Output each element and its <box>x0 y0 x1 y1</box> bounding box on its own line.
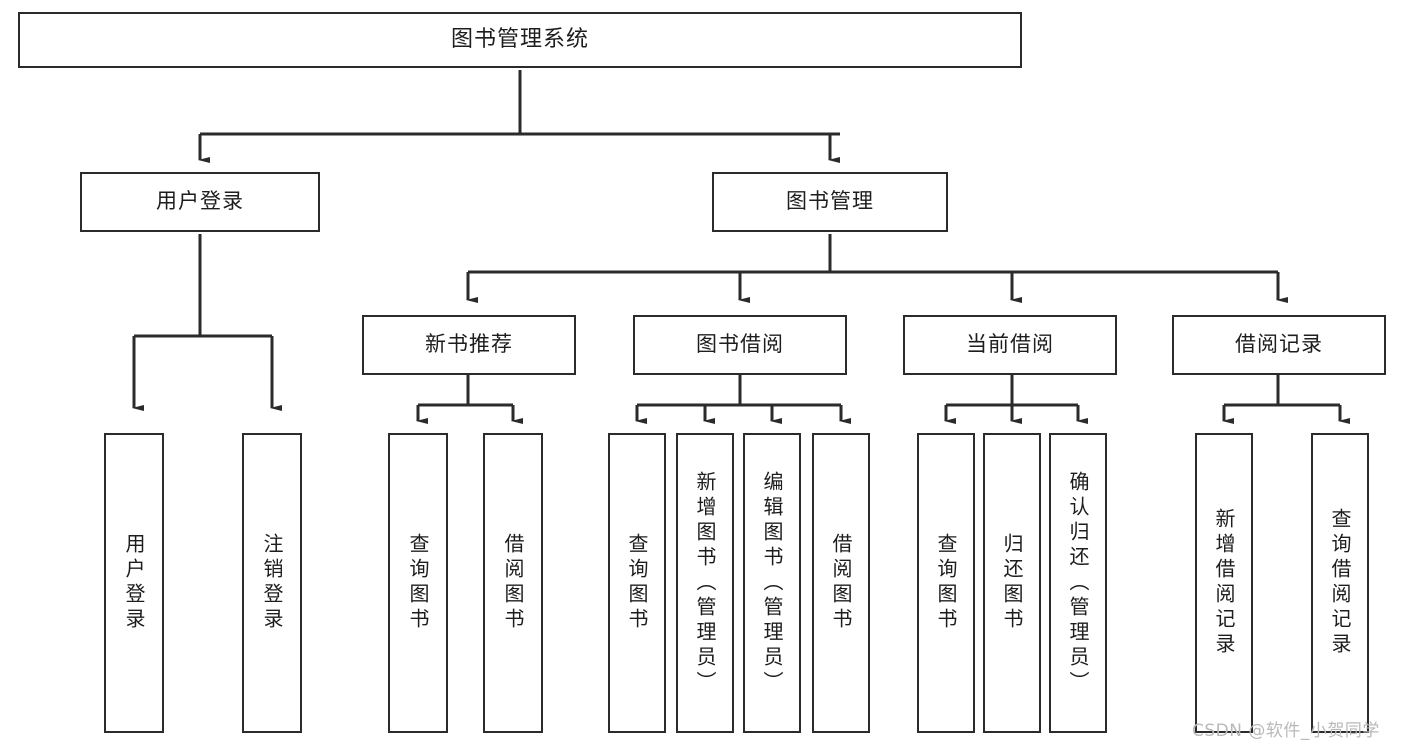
node-label: 归还图书 <box>1000 533 1024 633</box>
leaf-current-query-book[interactable]: 查询图书 <box>917 433 975 733</box>
leaf-newbook-query-book[interactable]: 查询图书 <box>388 433 448 733</box>
node-book-borrow[interactable]: 图书借阅 <box>633 315 847 375</box>
node-label: 图书借阅 <box>696 332 784 357</box>
node-new-book-recommend[interactable]: 新书推荐 <box>362 315 576 375</box>
node-root-system[interactable]: 图书管理系统 <box>18 12 1022 68</box>
node-label: 新增图书（管理员） <box>693 470 717 696</box>
leaf-user-logout[interactable]: 注销登录 <box>242 433 302 733</box>
leaf-borrow-edit-book-admin[interactable]: 编辑图书（管理员） <box>743 433 801 733</box>
node-label: 新书推荐 <box>425 332 513 357</box>
watermark-text: CSDN @软件_小贺同学 <box>1192 721 1380 741</box>
node-label: 查询图书 <box>406 533 430 633</box>
leaf-user-login[interactable]: 用户登录 <box>104 433 164 733</box>
leaf-borrow-add-book-admin[interactable]: 新增图书（管理员） <box>676 433 734 733</box>
node-label: 借阅图书 <box>501 533 525 633</box>
node-label: 借阅图书 <box>829 533 853 633</box>
node-borrow-record[interactable]: 借阅记录 <box>1172 315 1386 375</box>
node-label: 用户登录 <box>122 533 146 633</box>
leaf-borrow-borrow-book[interactable]: 借阅图书 <box>812 433 870 733</box>
node-current-borrow[interactable]: 当前借阅 <box>903 315 1117 375</box>
node-label: 查询图书 <box>625 533 649 633</box>
node-user-login[interactable]: 用户登录 <box>80 172 320 232</box>
node-label: 查询借阅记录 <box>1328 508 1352 658</box>
node-label: 查询图书 <box>934 533 958 633</box>
node-label: 注销登录 <box>260 533 284 633</box>
node-label: 图书管理 <box>786 189 874 214</box>
node-label: 借阅记录 <box>1235 332 1323 357</box>
node-label: 新增借阅记录 <box>1212 508 1236 658</box>
node-label: 当前借阅 <box>966 332 1054 357</box>
leaf-current-return-book[interactable]: 归还图书 <box>983 433 1041 733</box>
node-label: 确认归还（管理员） <box>1066 470 1090 696</box>
leaf-newbook-borrow-book[interactable]: 借阅图书 <box>483 433 543 733</box>
leaf-record-add-record[interactable]: 新增借阅记录 <box>1195 433 1253 733</box>
leaf-record-query-record[interactable]: 查询借阅记录 <box>1311 433 1369 733</box>
leaf-borrow-query-book[interactable]: 查询图书 <box>608 433 666 733</box>
node-label: 编辑图书（管理员） <box>760 470 784 696</box>
node-book-management[interactable]: 图书管理 <box>712 172 948 232</box>
leaf-current-confirm-return-admin[interactable]: 确认归还（管理员） <box>1049 433 1107 733</box>
node-label: 图书管理系统 <box>450 26 589 52</box>
node-label: 用户登录 <box>156 189 244 214</box>
